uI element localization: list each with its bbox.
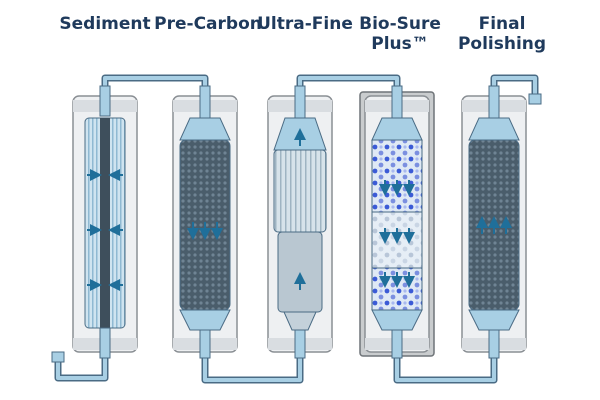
outlet-fitting xyxy=(528,93,542,105)
stage-label-bio-sure-plus: Bio-Sure Plus™ xyxy=(359,14,441,54)
sediment-core xyxy=(100,118,110,328)
inlet-fitting xyxy=(51,351,65,363)
stage-label-pre-carbon: Pre-Carbon xyxy=(154,14,262,34)
stage-label-sediment: Sediment xyxy=(59,14,151,34)
housing-ultra-fine xyxy=(267,85,333,359)
housing-sediment xyxy=(72,85,138,359)
housing-bio-sure-plus xyxy=(359,85,435,359)
stage-label-ultra-fine: Ultra-Fine xyxy=(257,14,353,34)
housing-pre-carbon xyxy=(172,85,238,359)
stage-label-final-polishing: Final Polishing xyxy=(457,14,547,54)
housing-final-polishing xyxy=(461,85,527,359)
